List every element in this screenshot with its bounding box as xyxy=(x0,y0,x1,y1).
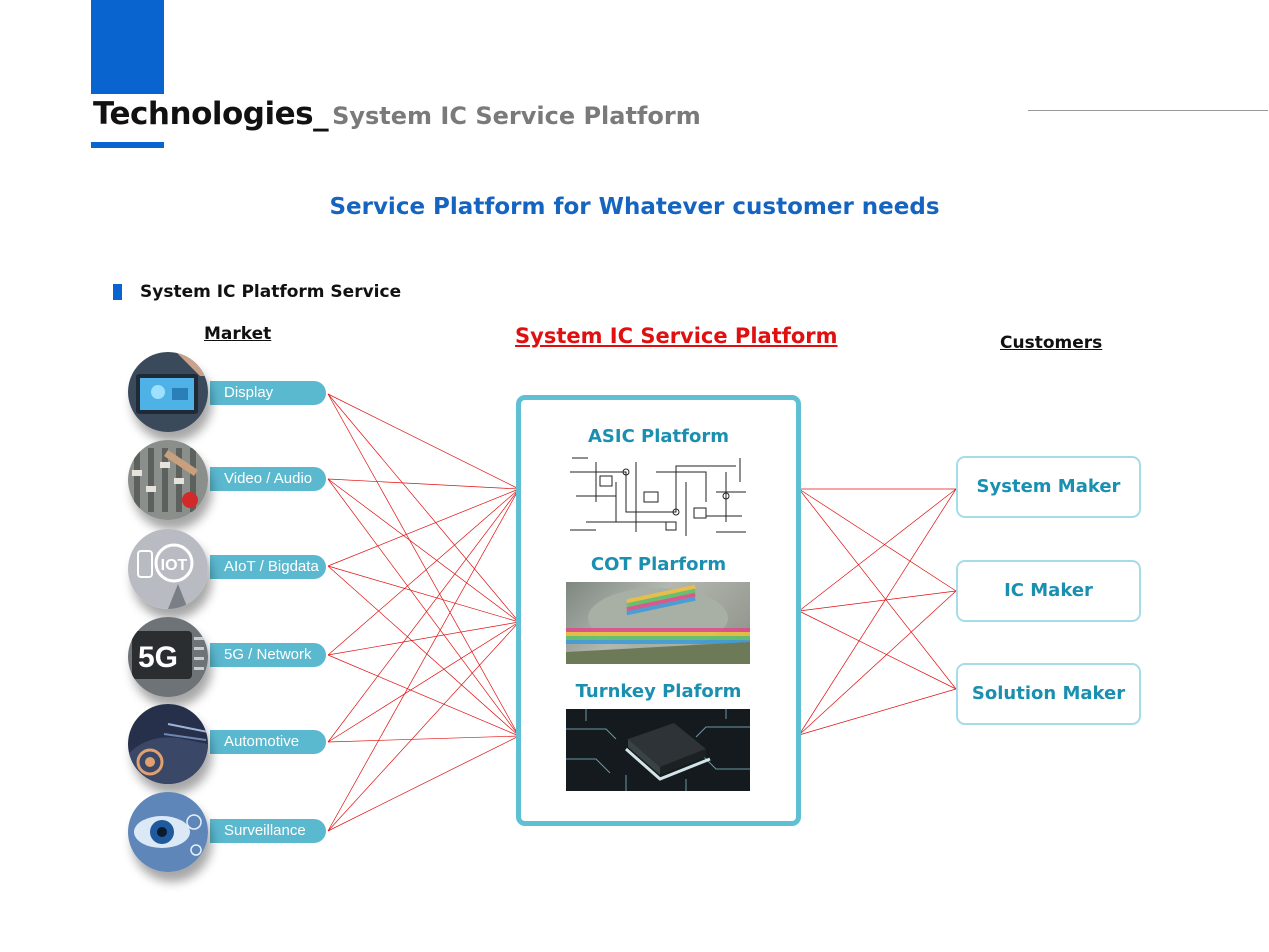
5g-chip-icon: 5G xyxy=(128,617,208,697)
asic-platform-title: ASIC Platform xyxy=(587,426,729,447)
turnkey-platform-title: Turnkey Plaform xyxy=(575,681,742,702)
market-platform-link xyxy=(327,735,520,832)
wafer-image xyxy=(566,582,750,664)
svg-text:IOT: IOT xyxy=(161,557,188,574)
market-platform-link xyxy=(327,621,520,743)
customer-ic-maker: IC Maker xyxy=(956,560,1141,622)
market-label: Automotive xyxy=(210,730,326,754)
circuit-schematic-image xyxy=(566,452,750,540)
iot-icon: IOT xyxy=(128,529,208,609)
market-platform-link xyxy=(327,488,520,656)
brand-accent-block xyxy=(91,0,164,94)
market-platform-link xyxy=(327,393,520,623)
section-bullet xyxy=(113,284,122,300)
market-platform-link xyxy=(327,621,520,656)
platform-customer-link xyxy=(798,488,957,736)
market-platform-link xyxy=(327,565,520,623)
platform-column-header: System IC Service Platform xyxy=(515,324,838,348)
market-platform-link xyxy=(327,654,520,737)
market-platform-link xyxy=(327,478,520,623)
market-label: AIoT / Bigdata xyxy=(210,555,326,579)
market-label: Surveillance xyxy=(210,819,326,843)
platform-customer-link xyxy=(798,610,957,690)
market-platform-link xyxy=(327,488,520,567)
customer-system-maker: System Maker xyxy=(956,456,1141,518)
market-platform-link xyxy=(327,488,520,743)
chip-on-board-image xyxy=(566,709,750,791)
platform-customer-link xyxy=(798,488,957,690)
market-label: Display xyxy=(210,381,326,405)
platform-container xyxy=(516,395,801,826)
title-text: Technologies_ xyxy=(93,96,329,132)
market-platform-link xyxy=(327,478,520,737)
title-underline xyxy=(91,142,164,148)
page-subtitle: System IC Service Platform xyxy=(332,102,701,130)
section-title: System IC Platform Service xyxy=(140,282,402,302)
customer-solution-maker: Solution Maker xyxy=(956,663,1141,725)
svg-text:5G: 5G xyxy=(138,641,178,674)
display-icon xyxy=(128,352,208,432)
platform-customer-link xyxy=(798,590,957,736)
market-platform-link xyxy=(327,393,520,737)
platform-customer-link xyxy=(798,488,957,612)
market-platform-link xyxy=(327,393,520,490)
car-icon xyxy=(128,704,208,784)
platform-customer-link xyxy=(798,590,957,612)
platform-customer-link xyxy=(798,688,957,736)
audio-mixer-icon xyxy=(128,440,208,520)
market-platform-link xyxy=(327,621,520,832)
market-label: 5G / Network xyxy=(210,643,326,667)
cot-platform-title: COT Plarform xyxy=(590,554,727,575)
market-platform-link xyxy=(327,488,520,832)
header-divider xyxy=(1028,110,1268,111)
main-headline: Service Platform for Whatever customer n… xyxy=(329,194,940,220)
market-label: Video / Audio xyxy=(210,467,326,491)
market-platform-link xyxy=(327,478,520,490)
market-column-header: Market xyxy=(204,324,272,344)
eye-icon xyxy=(128,792,208,872)
platform-customer-link xyxy=(798,488,957,592)
customers-column-header: Customers xyxy=(1000,333,1103,353)
market-platform-link xyxy=(327,565,520,737)
page-title: Technologies_System IC Service Platform xyxy=(93,96,701,132)
market-platform-link xyxy=(327,735,520,743)
